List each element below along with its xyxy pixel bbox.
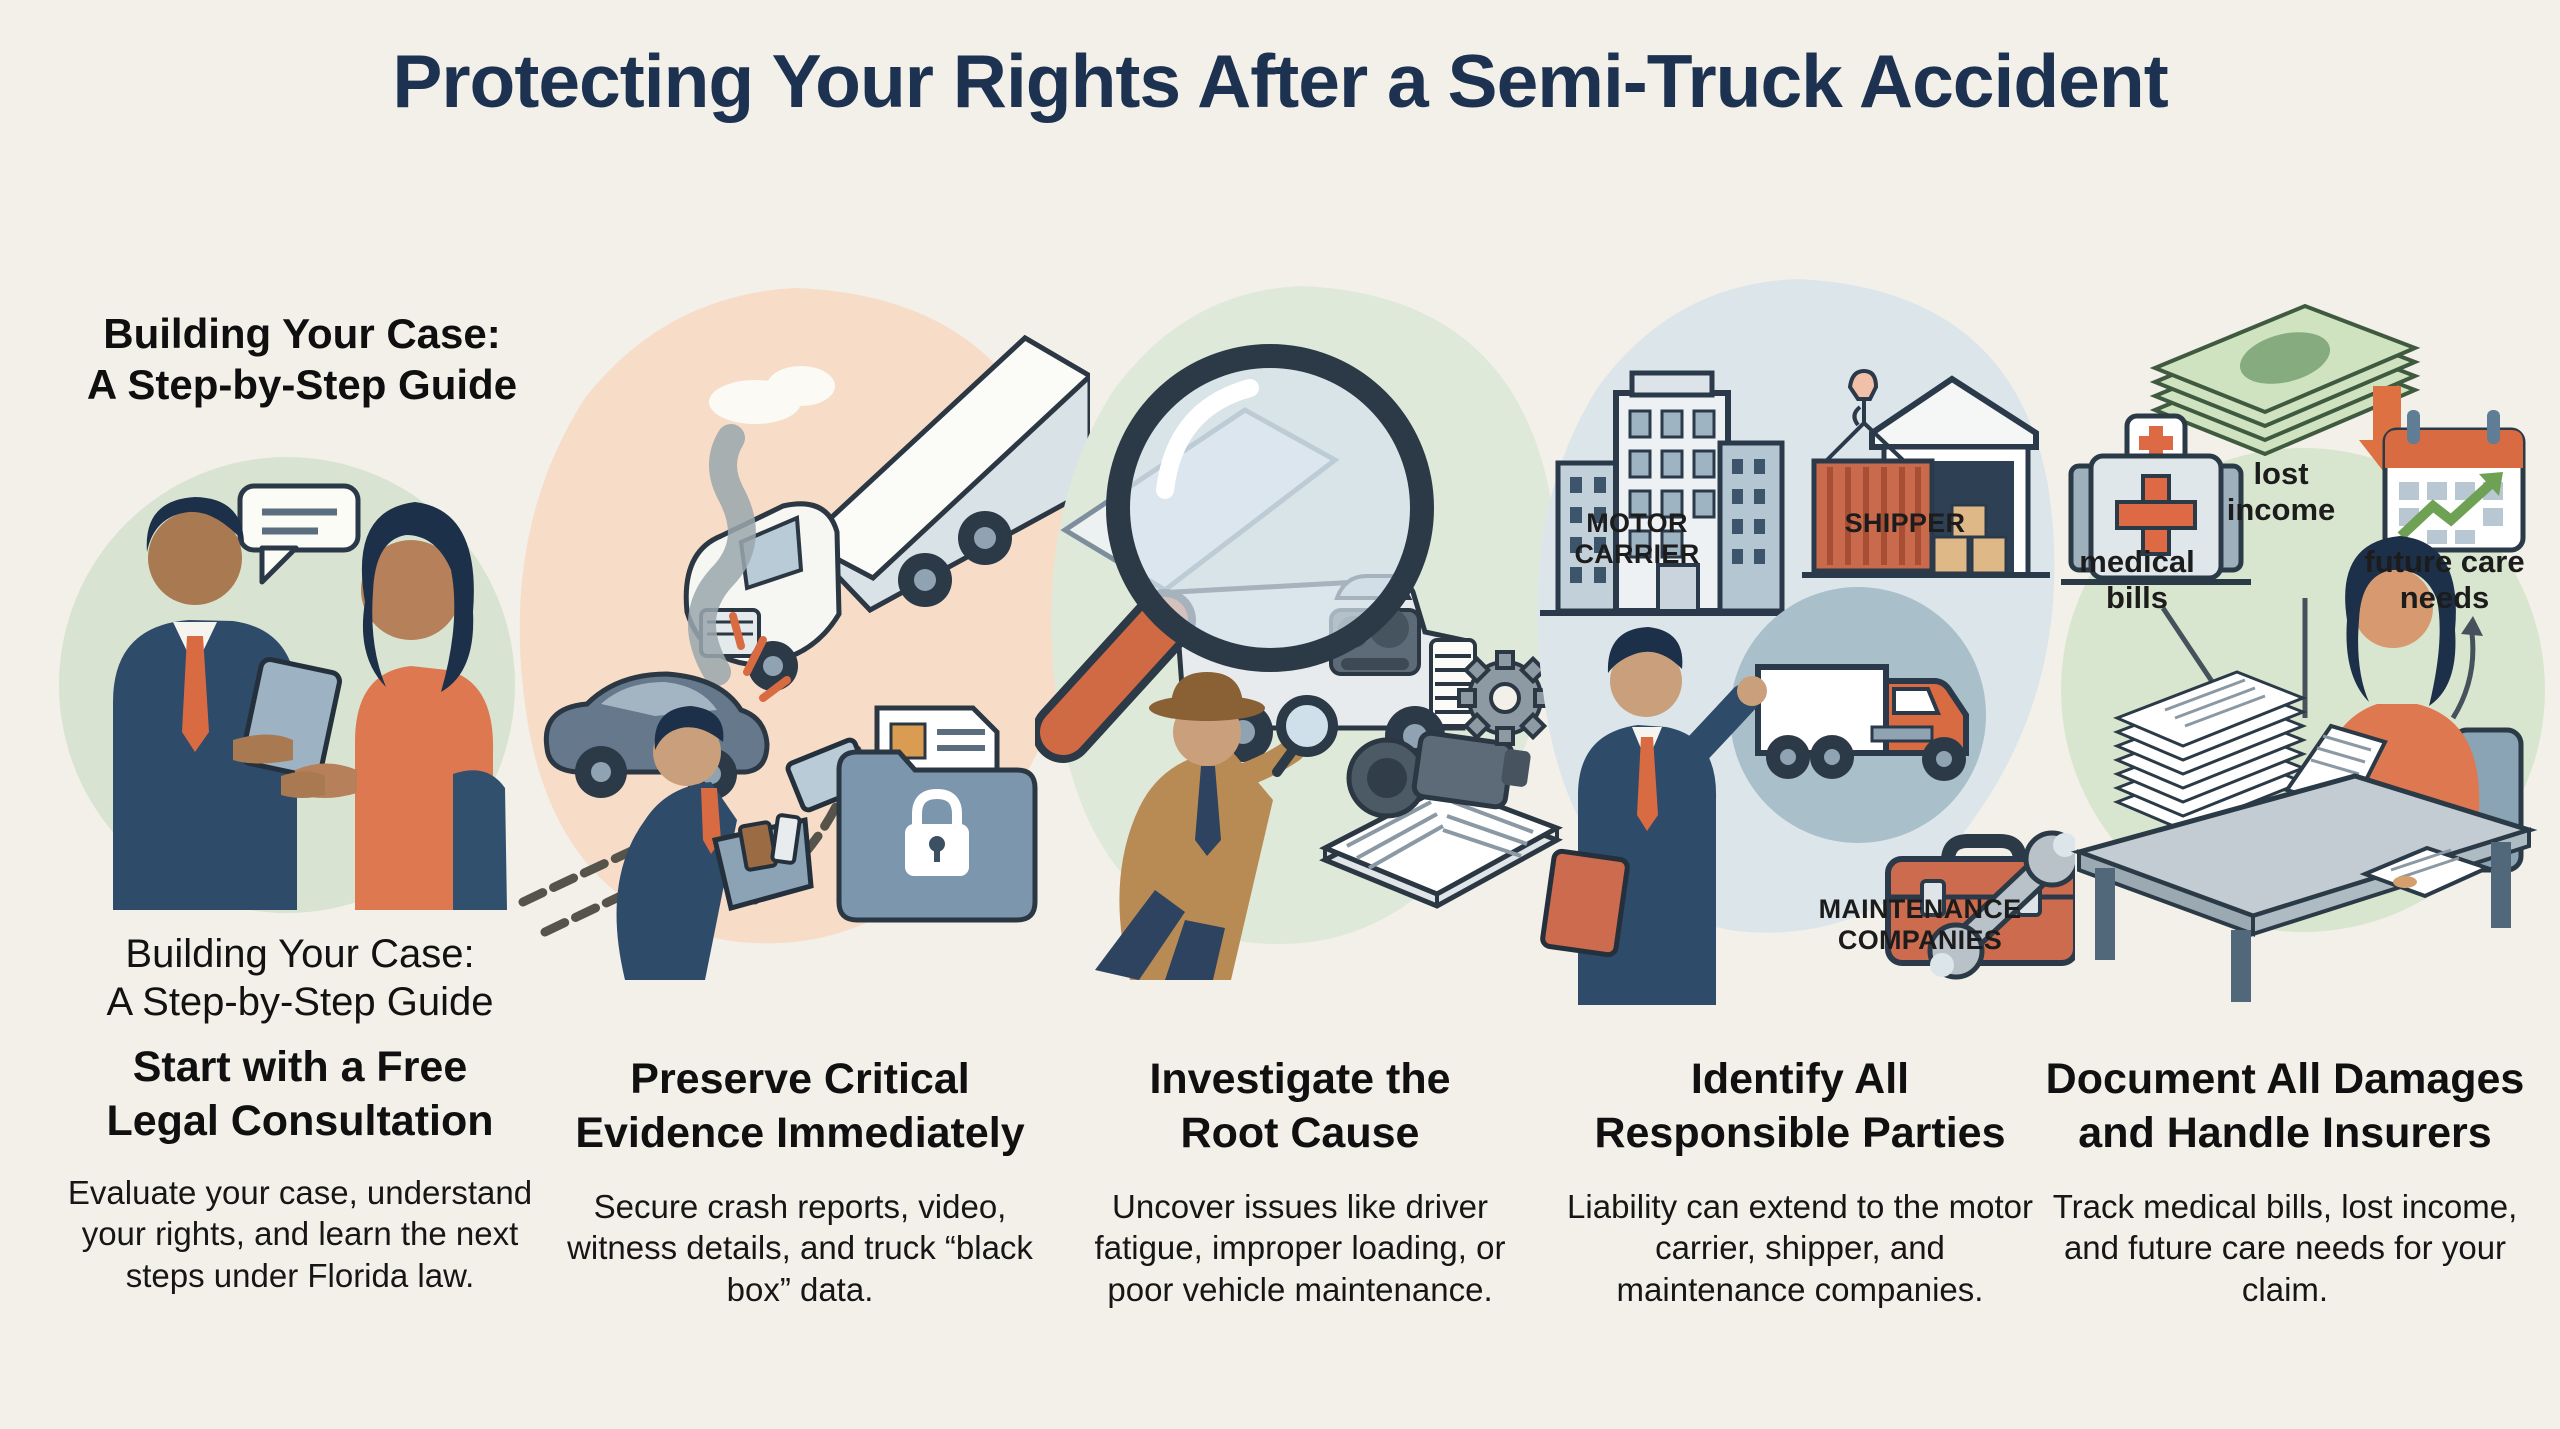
step-5-body: Track medical bills, lost income, and fu… (2052, 1188, 2518, 1308)
step-4-illustration (1537, 279, 2075, 1005)
step-2-heading: Preserve Critical Evidence Immediately (575, 1055, 1025, 1158)
medical-bills-icon (2061, 413, 2251, 585)
truck-circle-icon (1730, 587, 1986, 843)
locked-folder-icon (836, 705, 1038, 923)
client-figure (355, 502, 507, 910)
step-1-illustration (59, 457, 515, 913)
step-1-pre-title: Building Your Case: A Step-by-Step Guide (106, 932, 494, 1024)
manual-book-icon (1319, 783, 1563, 909)
future-care-needs-label: future care needs (2364, 544, 2525, 615)
step-5-illustration (2061, 303, 2545, 1002)
motor-carrier-buildings-icon (1540, 370, 1800, 616)
step-3-heading: Investigate the Root Cause (1149, 1055, 1451, 1158)
businessman-figure (1540, 627, 1767, 1005)
evidence-collector-figure (616, 706, 873, 980)
intro-heading: Building Your Case: A Step-by-Step Guide (86, 310, 518, 409)
step-2-body: Secure crash reports, video, witness det… (567, 1188, 1033, 1308)
wrench-icon (1927, 830, 2075, 980)
step-3-illustration (1035, 286, 1563, 980)
lawyer-figure (113, 497, 342, 910)
medical-bills-label: medical bills (2079, 544, 2195, 615)
shipper-warehouse-icon (1802, 368, 2050, 578)
maintenance-companies-label: MAINTENANCE COMPANIES (1818, 894, 2022, 956)
handshake (281, 763, 357, 798)
lost-income-money-icon (2149, 303, 2421, 476)
step-1-body: Evaluate your case, understand your righ… (67, 1174, 533, 1294)
speech-bubble-icon (237, 483, 361, 585)
maintenance-toolbox-icon (1885, 830, 2075, 980)
step-2-illustration (518, 288, 1090, 980)
engine-part-icon (1346, 730, 1531, 819)
desk-icon (2070, 773, 2538, 1002)
lost-income-label: lost income (2226, 456, 2336, 527)
page-title: Protecting Your Rights After a Semi-Truc… (392, 39, 2168, 123)
semi-truck-icon (683, 334, 1090, 691)
cloud-icon (709, 366, 835, 424)
step-4-heading: Identify All Responsible Parties (1594, 1055, 2006, 1158)
detective-figure (1095, 672, 1338, 980)
magnifying-glass-icon (1035, 344, 1434, 763)
shipper-label: SHIPPER (1844, 508, 1966, 538)
step-1-heading: Start with a Free Legal Consultation (106, 1043, 494, 1146)
step-5-heading: Document All Damages and Handle Insurers (2045, 1055, 2525, 1158)
future-care-calendar-icon (2382, 410, 2526, 553)
motor-carrier-label: MOTOR CARRIER (1574, 508, 1700, 570)
step-4-body: Liability can extend to the motor carrie… (1567, 1188, 2033, 1308)
smoke (687, 424, 756, 686)
step-3-body: Uncover issues like driver fatigue, impr… (1094, 1188, 1506, 1308)
